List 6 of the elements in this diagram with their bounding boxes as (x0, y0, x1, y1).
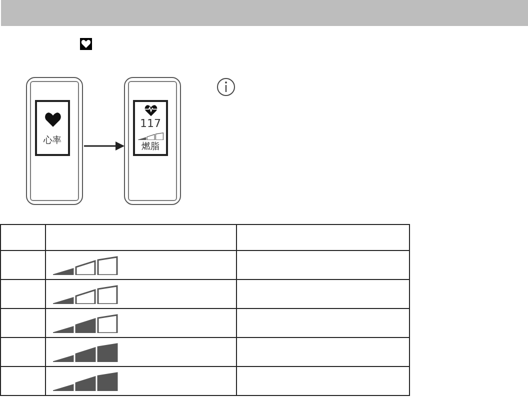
fitness-band-drawing (26, 77, 83, 205)
heart-rate-value: 117 (140, 117, 161, 130)
fitness-band-drawing (124, 77, 181, 205)
arrow (84, 142, 124, 150)
screen-label: 心率 (44, 136, 62, 146)
screen-label: 燃脂 (142, 142, 160, 153)
